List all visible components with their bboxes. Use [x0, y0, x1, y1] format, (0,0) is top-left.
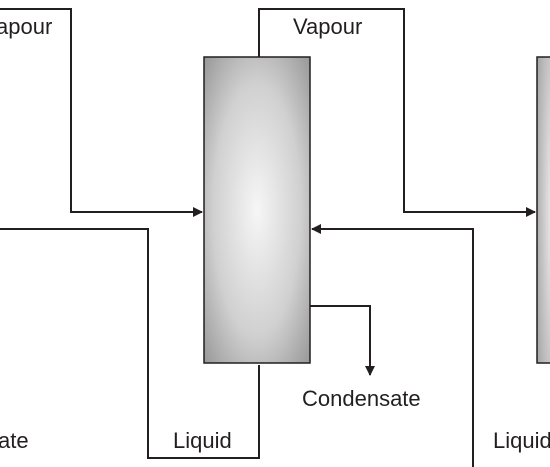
label-liquid-left: ate — [0, 428, 29, 453]
condensate-outlet-line — [310, 305, 375, 376]
vapour-outlet-line-center — [258, 8, 536, 217]
label-vapour-center: Vapour — [293, 14, 362, 39]
label-liquid-center: Liquid — [173, 428, 232, 453]
evaporator-vessel-right — [536, 56, 550, 364]
label-liquid-right: Liquid — [493, 428, 550, 453]
label-vapour-left: apour — [0, 14, 52, 39]
liquid-feed-line-right — [311, 224, 474, 467]
liquid-line-left — [0, 228, 260, 459]
vapour-inlet-line-left — [0, 8, 203, 217]
label-condensate: Condensate — [302, 386, 421, 411]
evaporator-vessel-center — [203, 56, 311, 364]
